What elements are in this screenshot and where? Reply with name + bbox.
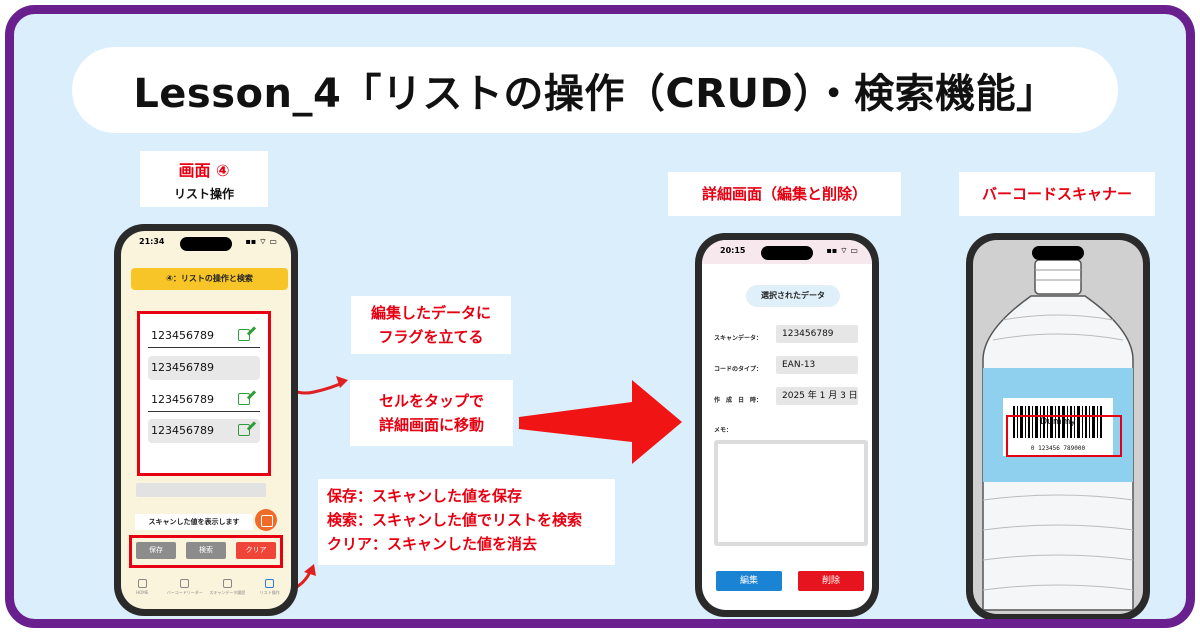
edit-button[interactable]: 編集 bbox=[716, 571, 782, 591]
scanner-label: バーコードスキャナー bbox=[959, 172, 1155, 216]
scanned-value-display: スキャンした値を表示します bbox=[135, 514, 253, 530]
save-button[interactable]: 保存 bbox=[136, 542, 176, 559]
callout-flag-line: 編集したデータに bbox=[370, 304, 491, 322]
action-buttons: 保存 検索 クリア bbox=[129, 535, 283, 568]
barcode-icon bbox=[1013, 406, 1102, 438]
barcode-digits: 0 123456 789000 bbox=[1031, 445, 1086, 452]
status-bar: 20:15 ▪▪ ⌔ ▭ bbox=[720, 246, 858, 256]
tab-history-label: スキャンデータ履歴 bbox=[209, 590, 246, 595]
edit-flag-icon bbox=[238, 424, 250, 436]
history-icon bbox=[222, 579, 232, 588]
dynamic-island bbox=[761, 246, 813, 260]
status-bar: 21:34 ▪▪ ⌔ ▭ bbox=[139, 237, 277, 247]
list-row[interactable]: 123456789 bbox=[148, 356, 260, 380]
clear-button[interactable]: クリア bbox=[236, 542, 276, 559]
memo-textarea[interactable] bbox=[714, 440, 868, 546]
field-label-type: コードのタイプ： bbox=[714, 366, 763, 373]
detail-screen-label: 詳細画面（編集と削除） bbox=[668, 172, 901, 216]
tab-barcode-reader[interactable]: バーコードリーダー bbox=[165, 579, 205, 596]
callout-save-line: 保存：スキャンした値を保存 bbox=[327, 487, 523, 505]
list-row[interactable]: 123456789 bbox=[148, 324, 260, 348]
tab-list-label: リスト操作 bbox=[259, 590, 280, 595]
scanner-screen: Dummy 0 123456 789000 bbox=[973, 240, 1143, 614]
water-bottle-image: Dummy 0 123456 789000 bbox=[982, 259, 1134, 611]
detail-heading: 選択されたデータ bbox=[746, 285, 840, 307]
search-button[interactable]: 検索 bbox=[186, 542, 226, 559]
callout-search-line: 検索：スキャンした値でリストを検索 bbox=[327, 511, 583, 529]
list-icon bbox=[265, 579, 275, 588]
row-value: 123456789 bbox=[151, 393, 214, 406]
callout-flag-line: フラグを立てる bbox=[378, 328, 484, 346]
field-value-type: EAN-13 bbox=[776, 356, 858, 374]
screen-label-title: 画面 ④ bbox=[178, 161, 230, 180]
screen-label: 画面 ④ リスト操作 bbox=[140, 151, 268, 207]
scan-target-frame bbox=[1006, 415, 1122, 457]
row-value: 123456789 bbox=[151, 329, 214, 342]
row-value: 123456789 bbox=[151, 424, 214, 437]
status-time: 20:15 bbox=[720, 246, 746, 255]
tab-bar: HOME バーコードリーダー スキャンデータ履歴 リスト操作 bbox=[121, 573, 291, 609]
signal-wifi-battery-icon: ▪▪ ⌔ ▭ bbox=[826, 246, 859, 255]
phone-detail-screen: 20:15 ▪▪ ⌔ ▭ 選択されたデータ スキャンデータ： 123456789… bbox=[695, 233, 879, 617]
list-row[interactable]: 123456789 bbox=[148, 388, 260, 412]
home-icon bbox=[137, 579, 147, 588]
callout-clear-line: クリア：スキャンした値を消去 bbox=[327, 535, 538, 553]
list-screen: 21:34 ▪▪ ⌔ ▭ ④：リストの操作と検索 123456789 12345… bbox=[121, 231, 291, 609]
callout-buttons: 保存：スキャンした値を保存 検索：スキャンした値でリストを検索 クリア：スキャン… bbox=[318, 479, 615, 565]
edit-flag-icon bbox=[238, 329, 250, 341]
field-value-date: 2025 年 1 月 3 日 bbox=[776, 387, 858, 405]
arrow-head-flag bbox=[336, 376, 348, 388]
tab-barcode-label: バーコードリーダー bbox=[166, 590, 203, 595]
callout-tap-line: 詳細画面に移動 bbox=[378, 416, 484, 434]
page-frame: Lesson_4「リストの操作（CRUD）・検索機能」 画面 ④ リスト操作 詳… bbox=[5, 5, 1195, 628]
callout-tap: セルをタップで 詳細画面に移動 bbox=[350, 380, 513, 446]
field-label-scan: スキャンデータ： bbox=[714, 335, 763, 342]
field-label-date: 作 成 日 時： bbox=[714, 397, 763, 404]
scan-list: 123456789 123456789 123456789 123456789 bbox=[137, 311, 271, 476]
arrow-head-buttons bbox=[304, 564, 316, 576]
memo-label: メモ： bbox=[714, 427, 733, 434]
scan-camera-button[interactable] bbox=[255, 509, 277, 531]
edit-flag-icon bbox=[238, 393, 250, 405]
dynamic-island bbox=[180, 237, 232, 251]
list-footer-bar bbox=[136, 483, 266, 497]
field-value-scan: 123456789 bbox=[776, 325, 858, 343]
barcode-dummy-label: Dummy bbox=[1040, 417, 1076, 427]
tab-history[interactable]: スキャンデータ履歴 bbox=[207, 579, 247, 596]
detail-screen: 20:15 ▪▪ ⌔ ▭ 選択されたデータ スキャンデータ： 123456789… bbox=[702, 240, 872, 610]
tab-home-label: HOME bbox=[136, 590, 149, 595]
delete-button[interactable]: 削除 bbox=[798, 571, 864, 591]
phone-scanner-screen: Dummy 0 123456 789000 bbox=[966, 233, 1150, 619]
page-title: Lesson_4「リストの操作（CRUD）・検索機能」 bbox=[133, 71, 1057, 117]
screen-label-subtitle: リスト操作 bbox=[173, 187, 234, 201]
list-header: ④：リストの操作と検索 bbox=[131, 268, 288, 290]
tab-home[interactable]: HOME bbox=[122, 579, 162, 595]
callout-flag: 編集したデータに フラグを立てる bbox=[351, 296, 511, 354]
status-time: 21:34 bbox=[139, 237, 165, 246]
big-arrow-to-detail bbox=[519, 380, 682, 464]
title-banner: Lesson_4「リストの操作（CRUD）・検索機能」 bbox=[72, 47, 1118, 133]
barcode-icon bbox=[180, 579, 190, 588]
tab-list[interactable]: リスト操作 bbox=[250, 579, 290, 596]
callout-tap-line: セルをタップで bbox=[378, 392, 484, 410]
row-value: 123456789 bbox=[151, 361, 214, 374]
dynamic-island bbox=[1032, 246, 1084, 260]
list-row[interactable]: 123456789 bbox=[148, 419, 260, 443]
phone-list-screen: 21:34 ▪▪ ⌔ ▭ ④：リストの操作と検索 123456789 12345… bbox=[114, 224, 298, 616]
signal-wifi-battery-icon: ▪▪ ⌔ ▭ bbox=[245, 237, 278, 246]
